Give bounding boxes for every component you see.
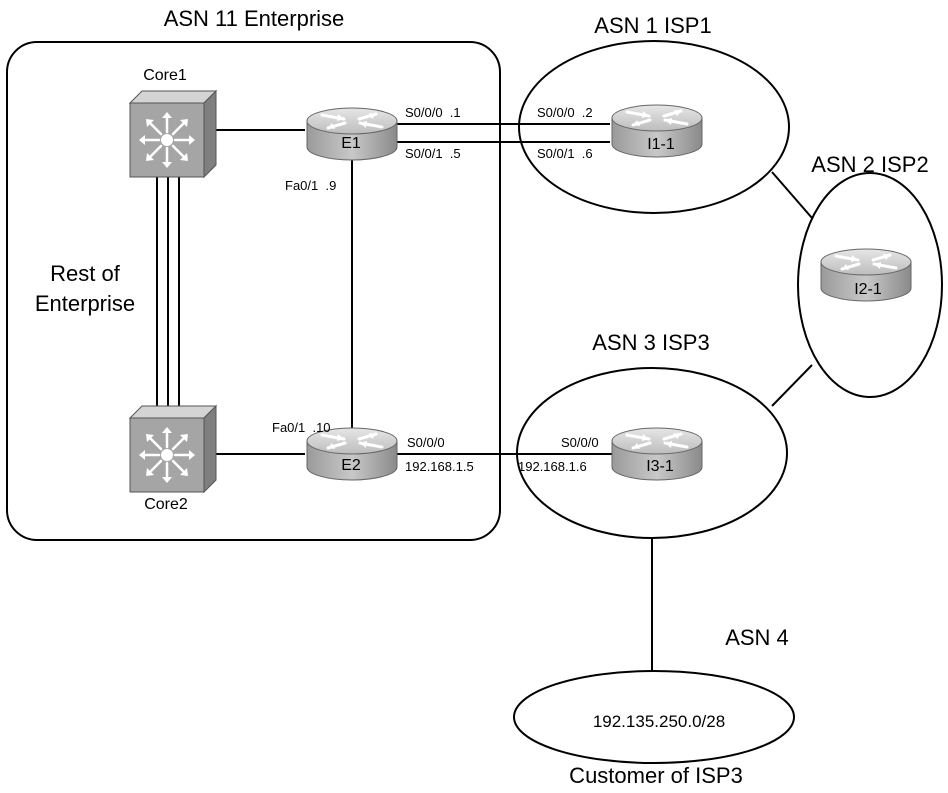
i3-1-label: I3-1	[646, 458, 674, 475]
link-isp3-isp2	[771, 364, 813, 407]
isp1-boundary	[518, 40, 790, 214]
asn4-caption: Customer of ISP3	[569, 763, 743, 788]
enterprise-label: ASN 11 Enterprise	[163, 6, 345, 31]
rest-of-enterprise-label-1: Rest of	[50, 261, 120, 286]
core2-switch-icon	[128, 404, 218, 494]
core1-switch-icon	[128, 89, 218, 179]
e2-s000-label: S0/0/0	[407, 435, 445, 450]
core1-label: Core1	[143, 67, 187, 84]
e2-label: E2	[341, 457, 361, 474]
e2-fa01-label: Fa0/1 .10	[272, 420, 331, 435]
asn4-prefix: 192.135.250.0/28	[592, 712, 726, 731]
isp2-boundary	[797, 172, 943, 398]
rest-of-enterprise-label-2: Enterprise	[34, 291, 136, 316]
i2-1-label: I2-1	[854, 281, 882, 298]
e1-fa01-label: Fa0/1 .9	[285, 178, 337, 193]
enterprise-boundary	[6, 41, 501, 541]
asn4-label: ASN 4	[725, 625, 789, 650]
isp2-label: ASN 2 ISP2	[811, 152, 929, 177]
core2-label: Core2	[144, 496, 188, 513]
isp1-label: ASN 1 ISP1	[594, 13, 712, 38]
e2-ip-label: 192.168.1.5	[405, 459, 474, 474]
e1-router-icon	[305, 106, 399, 162]
i1-1-label: I1-1	[647, 136, 675, 153]
e1-s001-label: S0/0/1 .5	[405, 146, 461, 161]
link-isp1-isp2	[771, 171, 813, 219]
asn4-boundary	[513, 670, 795, 764]
e1-s000-label: S0/0/0 .1	[405, 105, 461, 120]
i3-1-ip-label: 192.168.1.6	[518, 459, 587, 474]
e1-label: E1	[341, 135, 361, 152]
i1-1-s000-label: S0/0/0 .2	[537, 105, 593, 120]
isp3-label: ASN 3 ISP3	[592, 330, 710, 355]
i1-1-s001-label: S0/0/1 .6	[537, 146, 593, 161]
i3-1-s000-label: S0/0/0	[561, 435, 599, 450]
